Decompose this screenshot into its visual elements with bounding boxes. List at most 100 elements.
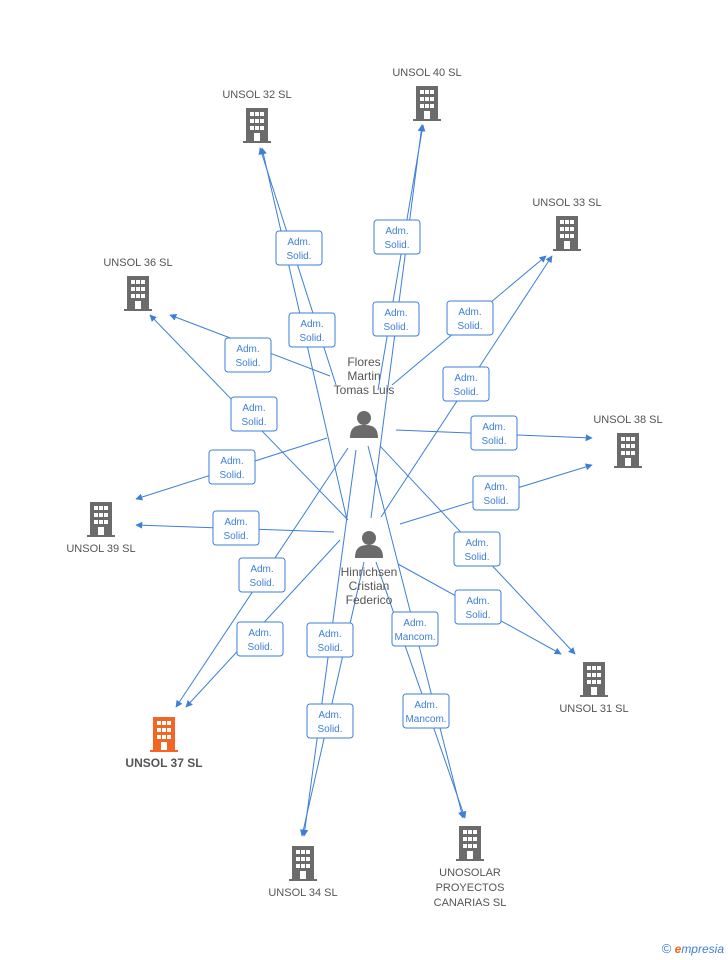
building-icon	[553, 216, 581, 251]
role-badge-hinrichsen-c34[interactable]: Adm. Solid.	[306, 703, 354, 739]
edge-flores-c40	[377, 124, 426, 391]
role-text: Solid.	[317, 724, 342, 735]
role-text: Solid.	[384, 240, 409, 251]
person-label: Tomas Luis	[334, 383, 395, 397]
building-icon	[150, 717, 178, 752]
role-badge-box	[288, 312, 336, 348]
company-label: UNSOL 31 SL	[559, 703, 628, 715]
role-badge-flores-c31[interactable]: Adm.Solid.	[453, 531, 501, 567]
role-badge-box	[275, 230, 323, 266]
building-icon	[124, 276, 152, 311]
brand-logo-text: mpresia	[681, 942, 724, 956]
company-node-c38[interactable]: UNSOL 38 SL	[593, 414, 663, 468]
role-badge-box	[230, 396, 278, 432]
footer-brand: © empresia	[662, 941, 724, 956]
role-badge-box	[236, 621, 284, 657]
building-icon	[87, 502, 115, 537]
company-label: UNSOL 34 SL	[268, 887, 337, 899]
building-icon	[289, 846, 317, 881]
role-badge-hinrichsen-c36[interactable]: Adm. Solid.	[230, 396, 278, 432]
role-badge-flores-c33[interactable]: Adm.Solid.	[446, 300, 494, 336]
role-text: Adm.	[220, 456, 243, 467]
role-badge-flores-c37[interactable]: Adm.Solid.	[238, 557, 286, 593]
role-badge-flores-c34[interactable]: Adm.Solid.	[306, 622, 354, 658]
role-badge-hinrichsen-cuno[interactable]: Adm.Mancom.	[402, 693, 450, 729]
role-text: Solid.	[247, 642, 272, 653]
role-text: Adm.	[484, 482, 507, 493]
role-text: Solid.	[481, 436, 506, 447]
role-text: Adm.	[384, 308, 407, 319]
role-badge-flores-cuno[interactable]: Adm.Mancom.	[391, 611, 439, 647]
role-badge-box	[442, 366, 490, 402]
role-text: Adm.	[414, 700, 437, 711]
company-node-c39[interactable]: UNSOL 39 SL	[66, 502, 136, 555]
role-text: Solid.	[383, 322, 408, 333]
role-text: Solid.	[299, 333, 324, 344]
company-node-c33[interactable]: UNSOL 33 SL	[532, 197, 602, 251]
company-label: PROYECTOS	[436, 882, 505, 894]
role-badge-hinrichsen-c40[interactable]: Adm. Solid.	[372, 301, 420, 337]
role-badge-flores-c39[interactable]: Adm.Solid.	[208, 449, 256, 485]
role-text: Adm.	[458, 307, 481, 318]
role-badge-box	[446, 300, 494, 336]
role-text: Solid.	[249, 578, 274, 589]
role-text: Solid.	[241, 417, 266, 428]
copyright-symbol: ©	[661, 941, 672, 956]
role-text: Solid.	[464, 552, 489, 563]
company-label: UNSOL 40 SL	[392, 67, 461, 79]
role-badge-box	[208, 449, 256, 485]
company-node-c37[interactable]: UNSOL 37 SL	[125, 717, 203, 770]
role-badge-hinrichsen-c32[interactable]: Adm. Solid.	[288, 312, 336, 348]
company-node-c34[interactable]: UNSOL 34 SL	[268, 846, 338, 899]
person-label: Martin	[347, 369, 380, 383]
role-text: Adm.	[300, 319, 323, 330]
company-label: UNSOL 39 SL	[66, 543, 135, 555]
role-badge-hinrichsen-c31[interactable]: Adm. Solid.	[454, 589, 502, 625]
role-text: Adm.	[454, 373, 477, 384]
role-badge-box	[238, 557, 286, 593]
role-text: Adm.	[318, 710, 341, 721]
company-label: UNOSOLAR	[439, 867, 501, 879]
role-badge-box	[453, 531, 501, 567]
person-label: Federico	[346, 593, 393, 607]
role-text: Adm.	[248, 628, 271, 639]
company-label: UNSOL 36 SL	[103, 257, 172, 269]
role-text: Adm.	[403, 618, 426, 629]
role-text: Adm.	[242, 403, 265, 414]
role-badge-box	[306, 622, 354, 658]
role-text: Adm.	[224, 517, 247, 528]
company-label: UNSOL 38 SL	[593, 414, 662, 426]
company-node-c40[interactable]: UNSOL 40 SL	[392, 67, 462, 121]
role-text: Adm.	[287, 237, 310, 248]
role-badge-box	[470, 415, 518, 451]
role-badge-hinrichsen-c38[interactable]: Adm. Solid.	[472, 475, 520, 511]
company-node-c32[interactable]: UNSOL 32 SL	[222, 89, 292, 143]
role-badge-box	[372, 301, 420, 337]
role-text: Solid.	[483, 496, 508, 507]
role-text: Solid.	[465, 610, 490, 621]
role-badge-hinrichsen-c37[interactable]: Adm. Solid.	[236, 621, 284, 657]
building-icon	[456, 826, 484, 861]
company-node-c36[interactable]: UNSOL 36 SL	[103, 257, 173, 311]
edge-hinrichsen-c34	[299, 561, 365, 837]
role-text: Adm.	[466, 596, 489, 607]
role-badge-hinrichsen-c39[interactable]: Adm.Solid.	[212, 510, 260, 546]
person-icon	[355, 531, 383, 558]
role-badge-box	[224, 337, 272, 373]
role-badge-flores-c40[interactable]: Adm. Solid.	[373, 219, 421, 255]
role-badge-flores-c38[interactable]: Adm.Solid.	[470, 415, 518, 451]
role-badge-hinrichsen-c33[interactable]: Adm.Solid.	[442, 366, 490, 402]
role-text: Solid.	[317, 643, 342, 654]
role-badge-flores-c32[interactable]: Adm.Solid.	[275, 230, 323, 266]
role-badge-box	[391, 611, 439, 647]
company-node-c31[interactable]: UNSOL 31 SL	[559, 662, 629, 715]
role-text: Adm.	[385, 226, 408, 237]
person-label: Hinrichsen	[341, 565, 398, 579]
role-badge-box	[454, 589, 502, 625]
role-badge-flores-c36[interactable]: Adm.Solid.	[224, 337, 272, 373]
building-icon	[243, 108, 271, 143]
